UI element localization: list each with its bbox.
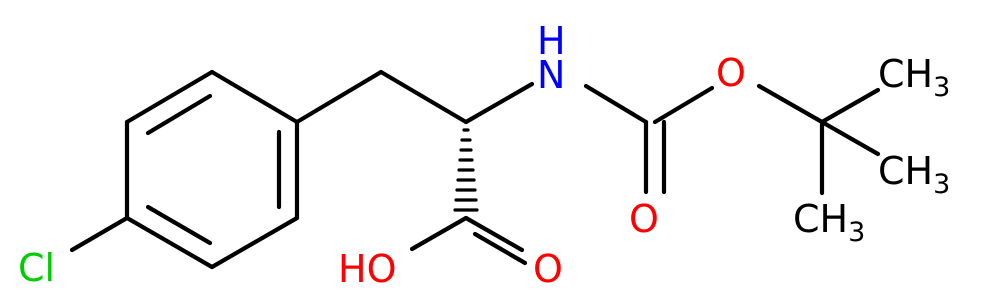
ring-bond-6 — [124, 69, 215, 125]
methyl-mid-ch: CH — [878, 149, 933, 193]
methyl-top-ch: CH — [878, 52, 933, 96]
ester-oxygen-label: O — [716, 51, 746, 95]
c-o-double-bond-a — [463, 215, 525, 253]
ring-bond-1 — [209, 69, 300, 125]
acid-oxygen-label: O — [533, 247, 563, 291]
nitrogen-label: N — [537, 53, 565, 97]
benzene-ring — [124, 69, 300, 270]
calpha-n-bond — [463, 81, 535, 125]
ring-ch2-bond — [294, 69, 384, 125]
ring-bond-4 — [124, 215, 215, 270]
methyl-top-label: CH3 — [878, 52, 950, 103]
c-o-double-bond-b — [472, 231, 528, 266]
methyl-bottom-ch: CH — [793, 197, 848, 241]
carbonyl-ester-o-bond — [652, 85, 715, 125]
ch2-calpha-bond — [378, 69, 469, 125]
c-oh-bond — [409, 215, 469, 252]
methyl-mid-sub: 3 — [933, 169, 950, 200]
methyl-bottom-sub: 3 — [848, 217, 865, 248]
ring-inner-bond-3 — [145, 204, 213, 246]
methyl-bottom-label: CH3 — [793, 197, 865, 248]
c-cl-bond — [69, 215, 130, 253]
ring-bond-3 — [209, 215, 300, 270]
ring-inner-bond-1 — [145, 93, 213, 136]
methyl-top-sub: 3 — [933, 72, 950, 103]
chlorine-label: Cl — [18, 246, 55, 290]
tbu-methyl-mid-bond — [819, 119, 881, 157]
n-carbonyl-bond — [583, 83, 649, 125]
carbonyl-oxygen-label: O — [629, 197, 659, 241]
methyl-mid-label: CH3 — [878, 149, 950, 200]
stereo-hash-bond — [453, 128, 479, 212]
tbu-methyl-top-bond — [819, 87, 881, 125]
hydroxyl-label: HO — [338, 247, 396, 291]
ester-o-tbu-bond — [756, 83, 825, 125]
amine-hydrogen-label: H — [537, 19, 566, 63]
